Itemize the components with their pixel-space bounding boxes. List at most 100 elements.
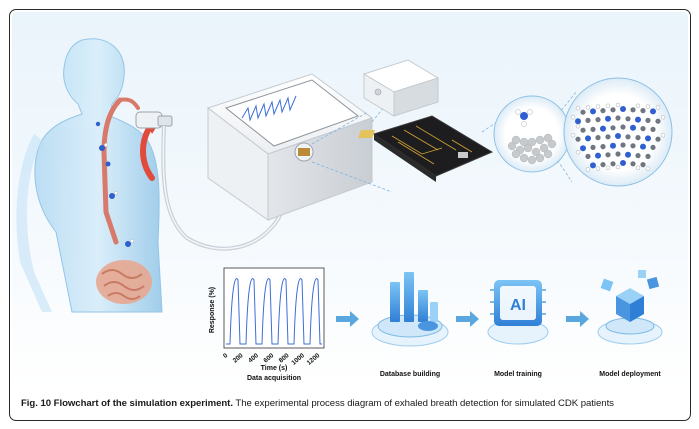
atom: [620, 124, 625, 129]
atom: [575, 137, 580, 142]
atom: [595, 117, 600, 122]
circuit-board: [358, 116, 492, 182]
atom: [650, 108, 656, 114]
atom: [645, 154, 650, 159]
atom: [610, 107, 615, 112]
atom: [610, 143, 616, 149]
ai-chip-icon: AI: [488, 280, 548, 344]
atom: [640, 108, 645, 113]
flow-arrows: [336, 311, 589, 327]
atom: [615, 151, 620, 156]
atom: [600, 126, 606, 132]
atom: [580, 128, 585, 133]
sensor-module: [364, 60, 438, 116]
hydrogen-atom: [596, 167, 600, 171]
arrow-3: [566, 311, 589, 327]
atom: [615, 133, 621, 139]
atom: [635, 135, 640, 140]
hydrogen-atom: [606, 104, 610, 108]
atom: [620, 160, 626, 166]
intestine-shape: [96, 260, 152, 304]
atom: [625, 134, 630, 139]
atom: [645, 118, 650, 123]
atom: [595, 135, 600, 140]
atom: [655, 137, 660, 142]
atom: [630, 107, 635, 112]
atom: [635, 153, 640, 158]
atom: [605, 116, 611, 122]
atom: [630, 143, 635, 148]
hydrogen-atom: [636, 104, 640, 108]
atom: [620, 106, 626, 112]
hydrogen-atom: [661, 115, 665, 119]
hydrogen-atom: [646, 167, 650, 171]
atom: [650, 127, 655, 132]
atom: [655, 119, 660, 124]
atom: [575, 118, 581, 124]
atom: [580, 145, 586, 151]
x-tick-label: 400: [247, 352, 260, 365]
atom: [650, 145, 655, 150]
atom: [640, 126, 645, 131]
atom: [620, 142, 625, 147]
hydrogen-atom: [596, 105, 600, 109]
plot-xlabel: Time (s): [261, 365, 288, 372]
atom: [615, 115, 620, 120]
hydrogen-atom: [616, 103, 620, 107]
atom: [590, 145, 595, 150]
caption-text: The experimental process diagram of exha…: [233, 398, 614, 409]
hydrogen-atom: [576, 106, 580, 110]
deployment-icon: [598, 270, 662, 344]
x-tick-label: 200: [232, 352, 245, 365]
atom: [595, 153, 601, 159]
arrow-1: [336, 311, 359, 327]
hydrogen-atom: [586, 167, 590, 171]
hydrogen-atom: [576, 150, 580, 154]
figure-caption: Fig. 10 Flowchart of the simulation expe…: [21, 398, 681, 409]
molecular-structure-zoom: [564, 78, 672, 186]
atom: [610, 125, 615, 130]
arrow-2: [456, 311, 479, 327]
caption-label: Fig. 10 Flowchart of the simulation expe…: [21, 398, 233, 409]
plot-title: Data acquisition: [247, 375, 301, 382]
step-label-database: Database building: [374, 371, 446, 378]
atom: [600, 144, 605, 149]
hydrogen-atom: [616, 165, 620, 169]
hydrogen-atom: [636, 166, 640, 170]
step-label-training: Model training: [482, 371, 554, 378]
atom: [590, 162, 596, 168]
x-tick-label: 800: [278, 352, 291, 365]
x-tick-label: 0: [222, 352, 230, 360]
atom: [610, 161, 615, 166]
database-icon: [372, 272, 448, 346]
hydrogen-atom: [656, 105, 660, 109]
sensing-material-zoom: [494, 96, 570, 172]
atom: [585, 118, 590, 123]
hydrogen-atom: [646, 105, 650, 109]
svg-text:AI: AI: [510, 297, 526, 314]
detection-device: [208, 74, 372, 220]
atom: [590, 127, 595, 132]
atom: [635, 117, 641, 123]
x-tick-label: 1000: [290, 352, 306, 367]
atom: [600, 162, 605, 167]
hydrogen-atom: [661, 133, 665, 137]
atom: [645, 135, 651, 141]
hydrogen-atom: [571, 133, 575, 137]
atom: [605, 152, 610, 157]
x-tick-label: 600: [262, 352, 275, 365]
atom: [640, 144, 646, 150]
atom: [630, 161, 635, 166]
atom: [625, 116, 630, 121]
human-body: [16, 39, 162, 312]
atom: [580, 110, 585, 115]
hydrogen-atom: [571, 115, 575, 119]
hydrogen-atom: [586, 105, 590, 109]
plot-ylabel: Response (%): [209, 287, 216, 333]
atom: [605, 134, 610, 139]
atom: [585, 154, 590, 159]
